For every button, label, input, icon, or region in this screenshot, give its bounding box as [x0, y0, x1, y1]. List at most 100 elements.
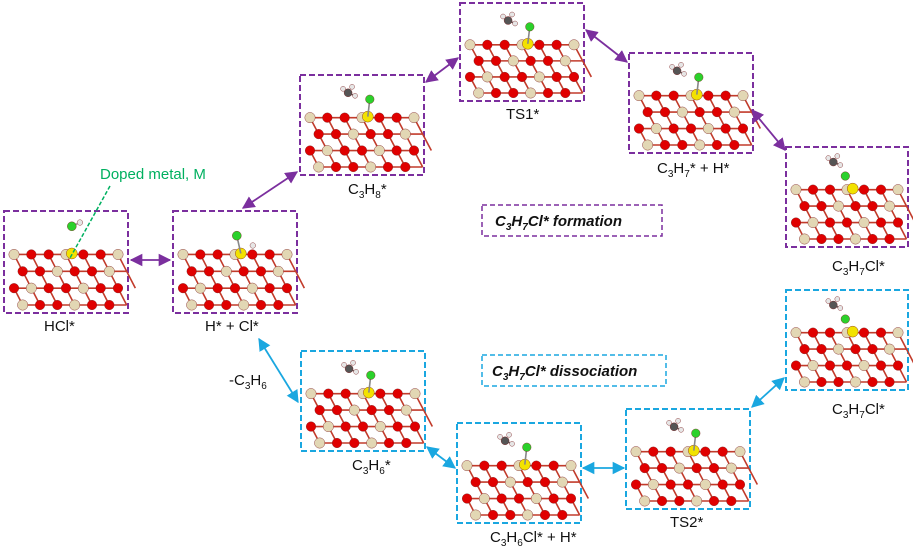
c3h8-structure [304, 84, 433, 173]
bond [578, 481, 590, 499]
oxygen-atom [195, 249, 206, 260]
support-atom [399, 128, 411, 140]
oxygen-atom [348, 161, 359, 172]
oxygen-atom [569, 71, 580, 82]
arrow-ts2-to-c3h7cl [751, 377, 785, 408]
oxygen-atom [473, 55, 484, 66]
carbon-atom [669, 422, 679, 431]
oxygen-atom [850, 201, 861, 212]
oxygen-atom [256, 300, 267, 311]
support-atom [25, 282, 37, 294]
metal-atom [66, 247, 78, 260]
oxygen-atom [400, 161, 411, 172]
oxygen-atom [738, 123, 749, 134]
hydrogen-atom [509, 11, 515, 18]
arrow-c3h8-to-ts1 [424, 57, 460, 83]
oxygen-atom [203, 266, 214, 277]
oxygen-atom [648, 446, 659, 457]
oxygen-atom [816, 201, 827, 212]
oxygen-atom [256, 266, 267, 277]
oxygen-atom [893, 360, 904, 371]
support-atom [559, 55, 571, 67]
carbon-atom [829, 157, 838, 167]
support-atom [220, 265, 232, 277]
oxygen-atom [791, 217, 802, 228]
oxygen-atom [264, 249, 275, 260]
support-atom [639, 495, 651, 507]
oxygen-atom [43, 283, 54, 294]
doped-metal-pointer [69, 185, 111, 259]
c3h7cl-bottom-structure [790, 296, 913, 388]
oxygen-atom [522, 477, 533, 488]
oxygen-atom [366, 405, 377, 416]
oxygen-atom [686, 123, 697, 134]
hydrogen-atom [353, 369, 359, 375]
oxygen-atom [383, 161, 394, 172]
support-atom [647, 479, 659, 490]
oxygen-atom [488, 477, 499, 488]
hydrogen-atom [675, 418, 681, 424]
bond [905, 205, 913, 221]
oxygen-atom [282, 283, 293, 294]
oxygen-atom [203, 300, 214, 311]
bond [422, 409, 434, 427]
support-atom [884, 200, 895, 212]
oxygen-atom [374, 112, 385, 123]
oxygen-atom [409, 145, 420, 156]
state-c3h7-h-label: C3H7* + H* [657, 160, 730, 180]
carbon-atom [343, 88, 353, 98]
support-atom [525, 87, 537, 99]
oxygen-atom [332, 405, 343, 416]
support-atom [725, 462, 737, 474]
hydrogen-atom [506, 432, 512, 438]
state-hcl-box [3, 210, 129, 314]
oxygen-atom [505, 510, 516, 521]
oxygen-atom [540, 477, 551, 488]
oxygen-atom [508, 87, 519, 98]
support-atom [530, 493, 542, 504]
hydrogen-atom [834, 153, 841, 159]
state-c3h7-h-box [628, 52, 754, 154]
oxygen-atom [720, 90, 731, 101]
state-c3h6cl-h-label: C3H6Cl* + H* [490, 529, 577, 549]
oxygen-atom [177, 283, 188, 294]
state-hcl-label: HCl* [44, 318, 75, 335]
oxygen-atom [499, 71, 510, 82]
oxygen-atom [186, 266, 197, 277]
support-atom [833, 343, 844, 355]
oxygen-atom [517, 71, 528, 82]
oxygen-atom [833, 377, 844, 388]
support-atom [51, 265, 63, 277]
state-hcl: HCl* [3, 210, 137, 335]
oxygen-atom [808, 327, 819, 338]
oxygen-atom [842, 217, 853, 228]
support-atom [314, 437, 326, 449]
support-atom [305, 388, 317, 400]
oxygen-atom [720, 123, 731, 134]
support-atom [533, 71, 545, 83]
oxygen-atom [660, 139, 671, 150]
oxygen-atom [465, 71, 476, 82]
state-c3h7cl-top-box [785, 146, 909, 248]
oxygen-atom [305, 145, 316, 156]
oxygen-atom [331, 129, 342, 140]
state-c3h6: C3H6* [300, 350, 434, 477]
oxygen-atom [306, 421, 317, 432]
oxygen-atom [876, 217, 887, 228]
support-atom [112, 249, 124, 260]
support-atom [186, 299, 198, 311]
chlorine-atom [840, 171, 850, 181]
hydrogen-atom [678, 427, 684, 433]
support-atom [850, 233, 861, 245]
support-atom [858, 217, 870, 228]
oxygen-atom [212, 249, 223, 260]
oxygen-atom [43, 249, 54, 260]
oxygen-atom [709, 496, 720, 507]
oxygen-atom [548, 460, 559, 471]
oxygen-atom [104, 300, 115, 311]
oxygen-atom [816, 233, 827, 244]
support-atom [858, 360, 870, 371]
oxygen-atom [229, 283, 240, 294]
state-c3h7cl-bottom: C3H7Cl* [785, 289, 913, 421]
